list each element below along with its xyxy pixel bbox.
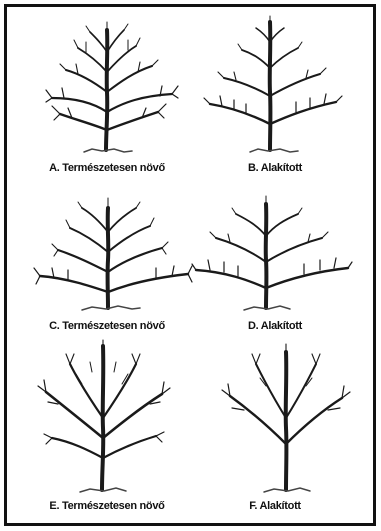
caption-a: A. Természetesen növő: [22, 162, 192, 174]
panel-e: E. Természetesen növő: [22, 338, 192, 503]
caption-e: E. Természetesen növő: [22, 500, 192, 512]
caption-b: B. Alakított: [190, 162, 360, 174]
tree-a-illustration: [22, 12, 192, 152]
panel-c: C. Természetesen növő: [22, 180, 192, 345]
tree-e-illustration: [22, 338, 192, 488]
panel-d: D. Alakított: [190, 180, 360, 345]
caption-c: C. Természetesen növő: [22, 320, 192, 332]
panel-a: A. Természetesen növő: [22, 12, 192, 177]
panel-f: F. Alakított: [190, 338, 360, 503]
tree-d-illustration: [190, 180, 360, 320]
caption-f: F. Alakított: [190, 500, 360, 512]
tree-f-illustration: [190, 338, 360, 488]
tree-c-illustration: [22, 180, 192, 320]
panel-b: B. Alakított: [190, 12, 360, 177]
caption-d: D. Alakított: [190, 320, 360, 332]
tree-b-illustration: [190, 12, 360, 152]
